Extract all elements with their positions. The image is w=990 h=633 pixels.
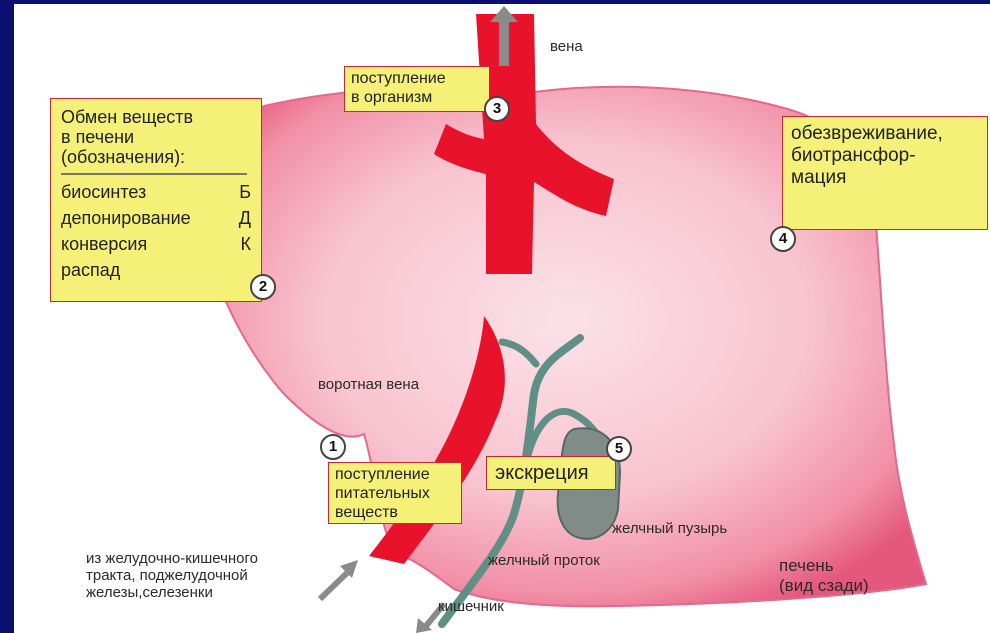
gallbladder-label: желчный пузырь [612,520,727,537]
legend-item-code: Б [239,179,251,205]
legend-item-code: К [241,231,252,257]
intestine-label: кишечник [438,598,504,615]
gi-source-line: из желудочно-кишечного [86,550,258,567]
nutrients-box: поступление питательных веществ [328,462,462,524]
legend-title-line: (обозначения): [61,147,251,167]
legend-item: биосинтез Б [61,179,251,205]
detox-line: биотрансфор- [791,145,979,167]
intake-organism-line: в организм [351,88,483,107]
legend-title-line: в печени [61,127,251,147]
gi-source-line: железы,селезенки [86,584,258,601]
gi-arrow [320,572,348,599]
nutrients-line: питательных [335,484,455,503]
portal-vein-label: воротная вена [318,376,419,393]
gi-source-label: из желудочно-кишечного тракта, поджелудо… [86,550,258,601]
legend-item-name: биосинтез [61,179,146,205]
excretion-number-badge: 5 [606,436,632,462]
legend-item-name: распад [61,257,120,283]
nutrients-line: поступление [335,465,455,484]
detox-line: мация [791,167,979,189]
intake-organism-number-badge: 3 [484,96,510,122]
vein-label: вена [550,38,583,55]
legend-item: конверсия К [61,231,251,257]
legend-title-line: Обмен веществ [61,107,251,127]
legend-item: депонирование Д [61,205,251,231]
intake-organism-box: поступление в организм [344,66,490,112]
nutrients-number-badge: 1 [320,434,346,460]
nutrients-line: веществ [335,503,455,522]
gi-source-line: тракта, поджелудочной [86,567,258,584]
legend-divider [61,173,247,175]
legend-item: распад [61,257,251,283]
liver-view-line: печень [779,556,869,576]
liver-view-label: печень (вид сзади) [779,556,869,596]
detox-box: обезвреживание, биотрансфор- мация [782,116,988,230]
diagram-canvas: вена воротная вена желчный пузырь желчны… [14,4,990,633]
excretion-box: экскреция [486,456,616,490]
legend-number-badge: 2 [250,274,276,300]
bile-duct-label: желчный проток [488,552,600,569]
legend-box: Обмен веществ в печени (обозначения): би… [50,98,262,302]
legend-item-name: конверсия [61,231,147,257]
legend-item-name: депонирование [61,205,191,231]
detox-number-badge: 4 [770,226,796,252]
legend-item-code: Д [239,205,251,231]
liver-view-line: (вид сзади) [779,576,869,596]
intake-organism-line: поступление [351,69,483,88]
detox-line: обезвреживание, [791,123,979,145]
excretion-line: экскреция [495,461,607,485]
